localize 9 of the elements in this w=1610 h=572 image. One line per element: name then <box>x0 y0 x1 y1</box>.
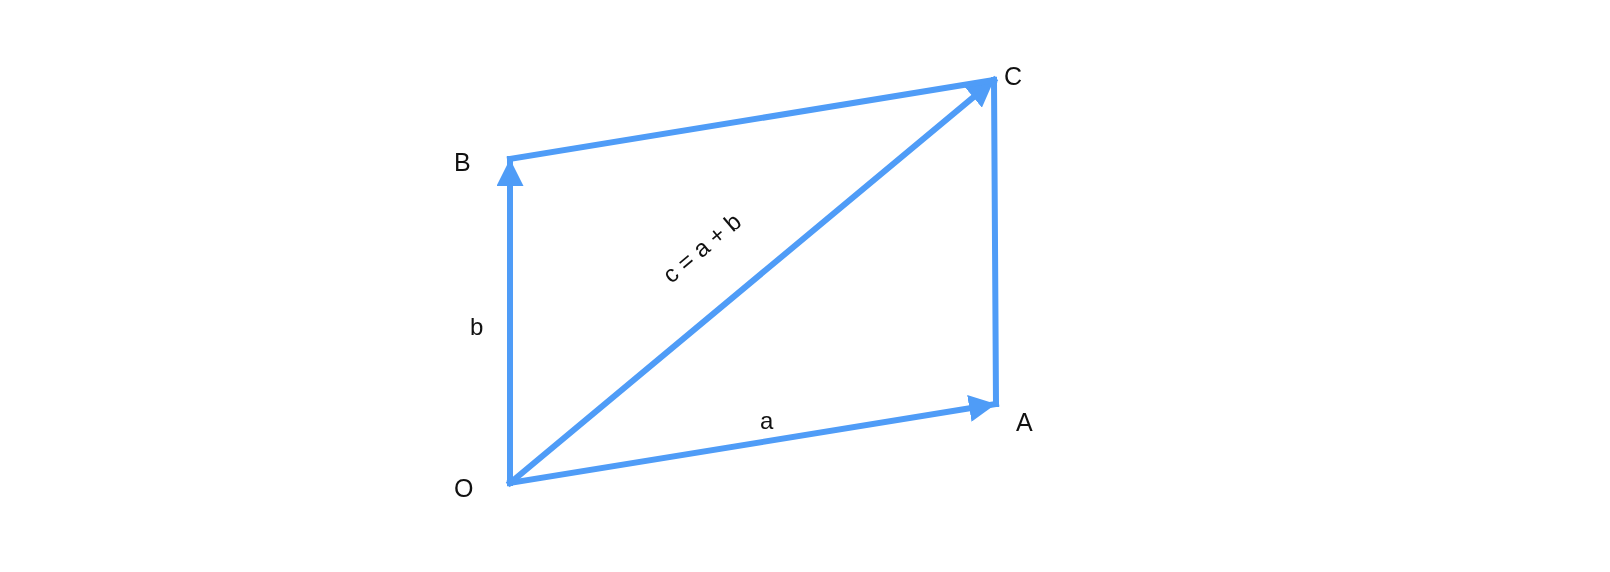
arrow <box>507 77 997 486</box>
line <box>991 77 999 407</box>
edge-label: b <box>470 315 484 339</box>
point-label: A <box>1016 410 1033 435</box>
point-label: B <box>454 150 471 175</box>
edge-label: a <box>760 409 774 433</box>
point-label: C <box>1004 64 1023 89</box>
edge-label: c = a + b <box>658 208 746 288</box>
point-label: O <box>454 476 474 501</box>
